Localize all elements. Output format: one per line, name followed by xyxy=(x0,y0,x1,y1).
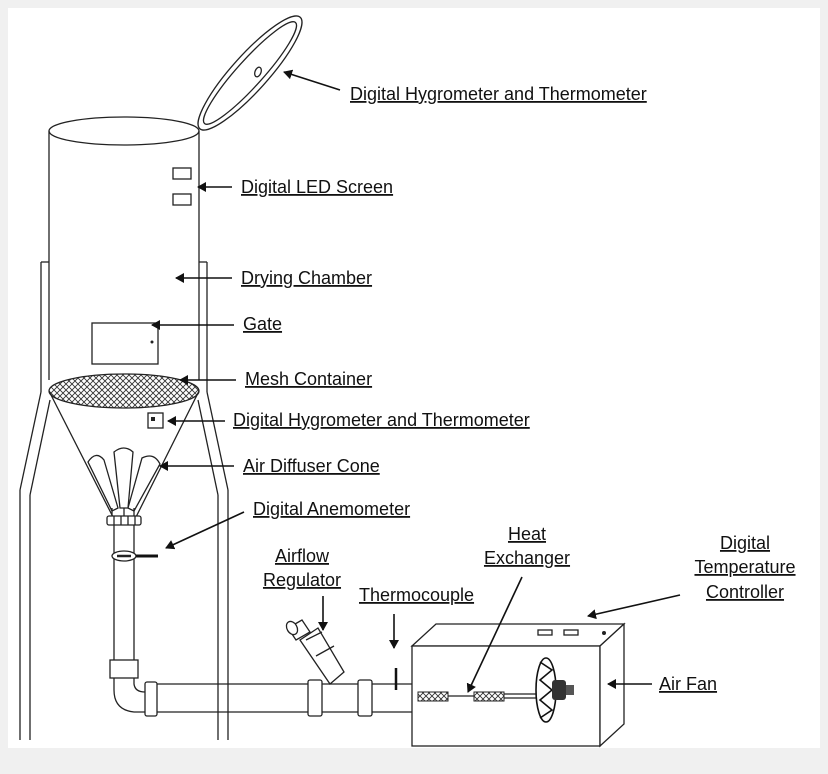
led-screen-upper xyxy=(172,167,192,180)
label-mid-hygrometer: Digital Hygrometer and Thermometer xyxy=(233,410,530,430)
coupling-ring xyxy=(106,515,142,526)
diffuser-nozzles xyxy=(87,447,161,518)
controller-knob xyxy=(602,631,606,635)
air-fan xyxy=(535,657,574,723)
label-thermocouple: Thermocouple xyxy=(359,585,474,605)
label-airflow-line1: Airflow xyxy=(275,546,330,566)
arrow-temp-controller xyxy=(587,594,681,620)
heater-element-right xyxy=(473,691,505,702)
label-heat-line2: Exchanger xyxy=(484,548,570,568)
label-gate: Gate xyxy=(243,314,282,334)
lid xyxy=(197,15,303,131)
diffuser-cone-left xyxy=(48,390,114,518)
label-anemometer: Digital Anemometer xyxy=(253,499,410,519)
heater-element-left xyxy=(417,691,449,702)
controller-display-1 xyxy=(537,629,553,636)
pipe-joint xyxy=(109,659,139,679)
lid-hygrometer-sensor xyxy=(254,66,262,78)
cone-hygrometer xyxy=(147,412,164,429)
arrow-anemometer xyxy=(165,511,245,550)
drying-tower xyxy=(19,116,229,740)
label-heat-line1: Heat xyxy=(508,524,546,544)
heat-exchanger-box xyxy=(410,622,626,748)
label-airflow-line2: Regulator xyxy=(263,570,341,590)
pipe-elbow xyxy=(113,678,150,713)
label-drying-chamber: Drying Chamber xyxy=(241,268,372,288)
arrow-heat-exchanger xyxy=(466,576,523,693)
label-air-diffuser: Air Diffuser Cone xyxy=(243,456,380,476)
label-temp-line2: Temperature xyxy=(694,557,795,577)
diffuser-cone-right xyxy=(135,390,200,518)
led-screen-lower xyxy=(172,193,192,206)
label-temp-line3: Controller xyxy=(706,582,784,602)
label-mesh-container: Mesh Container xyxy=(245,369,372,389)
airflow-regulator-valve xyxy=(285,619,345,685)
arrow-top-hygrometer xyxy=(283,69,341,91)
label-top-hygrometer: Digital Hygrometer and Thermometer xyxy=(350,84,647,104)
label-led-screen: Digital LED Screen xyxy=(241,177,393,197)
label-temp-line1: Digital xyxy=(720,533,770,553)
mesh-container xyxy=(48,373,200,409)
controller-display-2 xyxy=(563,629,579,636)
label-air-fan: Air Fan xyxy=(659,674,717,694)
gate xyxy=(91,322,159,365)
